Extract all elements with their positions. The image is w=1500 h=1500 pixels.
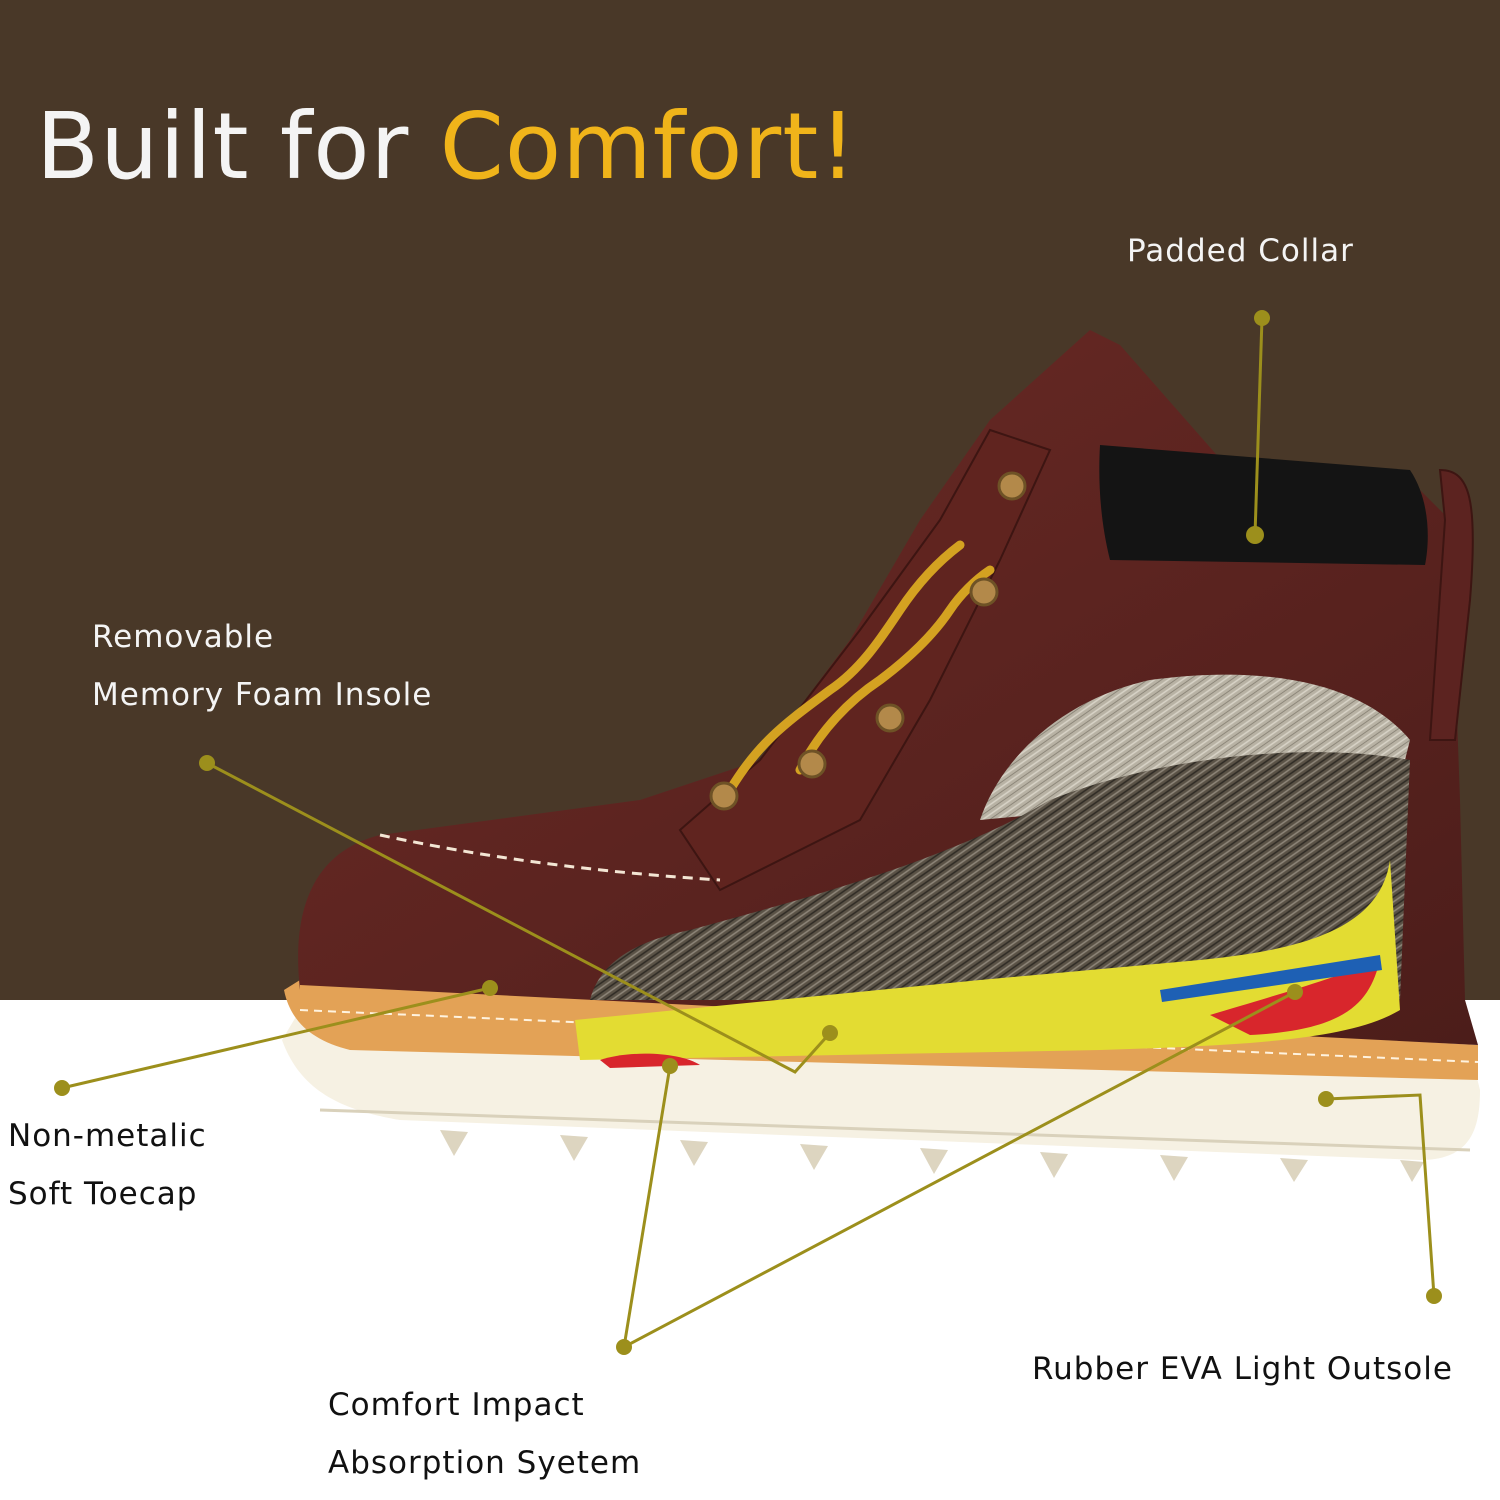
callout-lines <box>61 317 1436 1350</box>
dot-absorption-rear <box>1287 984 1303 1000</box>
outsole-tread <box>440 1130 1424 1182</box>
dot-absorption-front <box>662 1058 678 1074</box>
label-toecap-line2: Soft Toecap <box>8 1176 198 1212</box>
dot-absorption <box>616 1339 632 1355</box>
label-outsole: Rubber EVA Light Outsole <box>1032 1340 1453 1398</box>
label-insole: Removable Memory Foam Insole <box>92 608 432 724</box>
label-insole-line1: Removable <box>92 619 275 655</box>
dot-insole-start <box>199 755 215 771</box>
dot-outsole-boot <box>1318 1091 1334 1107</box>
dot-toecap <box>54 1080 70 1096</box>
label-toecap-line1: Non-metalic <box>8 1118 207 1154</box>
laces <box>725 540 995 795</box>
label-absorption: Comfort Impact Absorption Syetem <box>328 1376 641 1492</box>
blue-layer <box>1160 955 1382 1002</box>
title-part-accent: Comfort! <box>439 93 858 200</box>
title-part-white: Built for <box>36 93 440 200</box>
label-insole-line2: Memory Foam Insole <box>92 677 433 713</box>
cutaway <box>575 674 1410 1068</box>
label-absorption-line1: Comfort Impact <box>328 1387 585 1423</box>
label-toecap: Non-metalic Soft Toecap <box>8 1107 207 1223</box>
page-title: Built for Comfort! <box>36 92 857 202</box>
dot-collar <box>1246 526 1264 544</box>
label-padded-collar-text: Padded Collar <box>1127 233 1354 269</box>
dot-toecap-boot <box>482 980 498 996</box>
collar-pad <box>1099 445 1428 565</box>
callout-dots <box>54 310 1442 1355</box>
eyelets <box>709 471 1027 811</box>
label-padded-collar: Padded Collar <box>1127 222 1354 280</box>
dot-collar-top <box>1254 310 1270 326</box>
midsole-layer <box>575 860 1400 1060</box>
dot-outsole <box>1426 1288 1442 1304</box>
dot-insole <box>822 1025 838 1041</box>
label-absorption-line2: Absorption Syetem <box>328 1445 642 1481</box>
label-outsole-text: Rubber EVA Light Outsole <box>1032 1351 1453 1387</box>
